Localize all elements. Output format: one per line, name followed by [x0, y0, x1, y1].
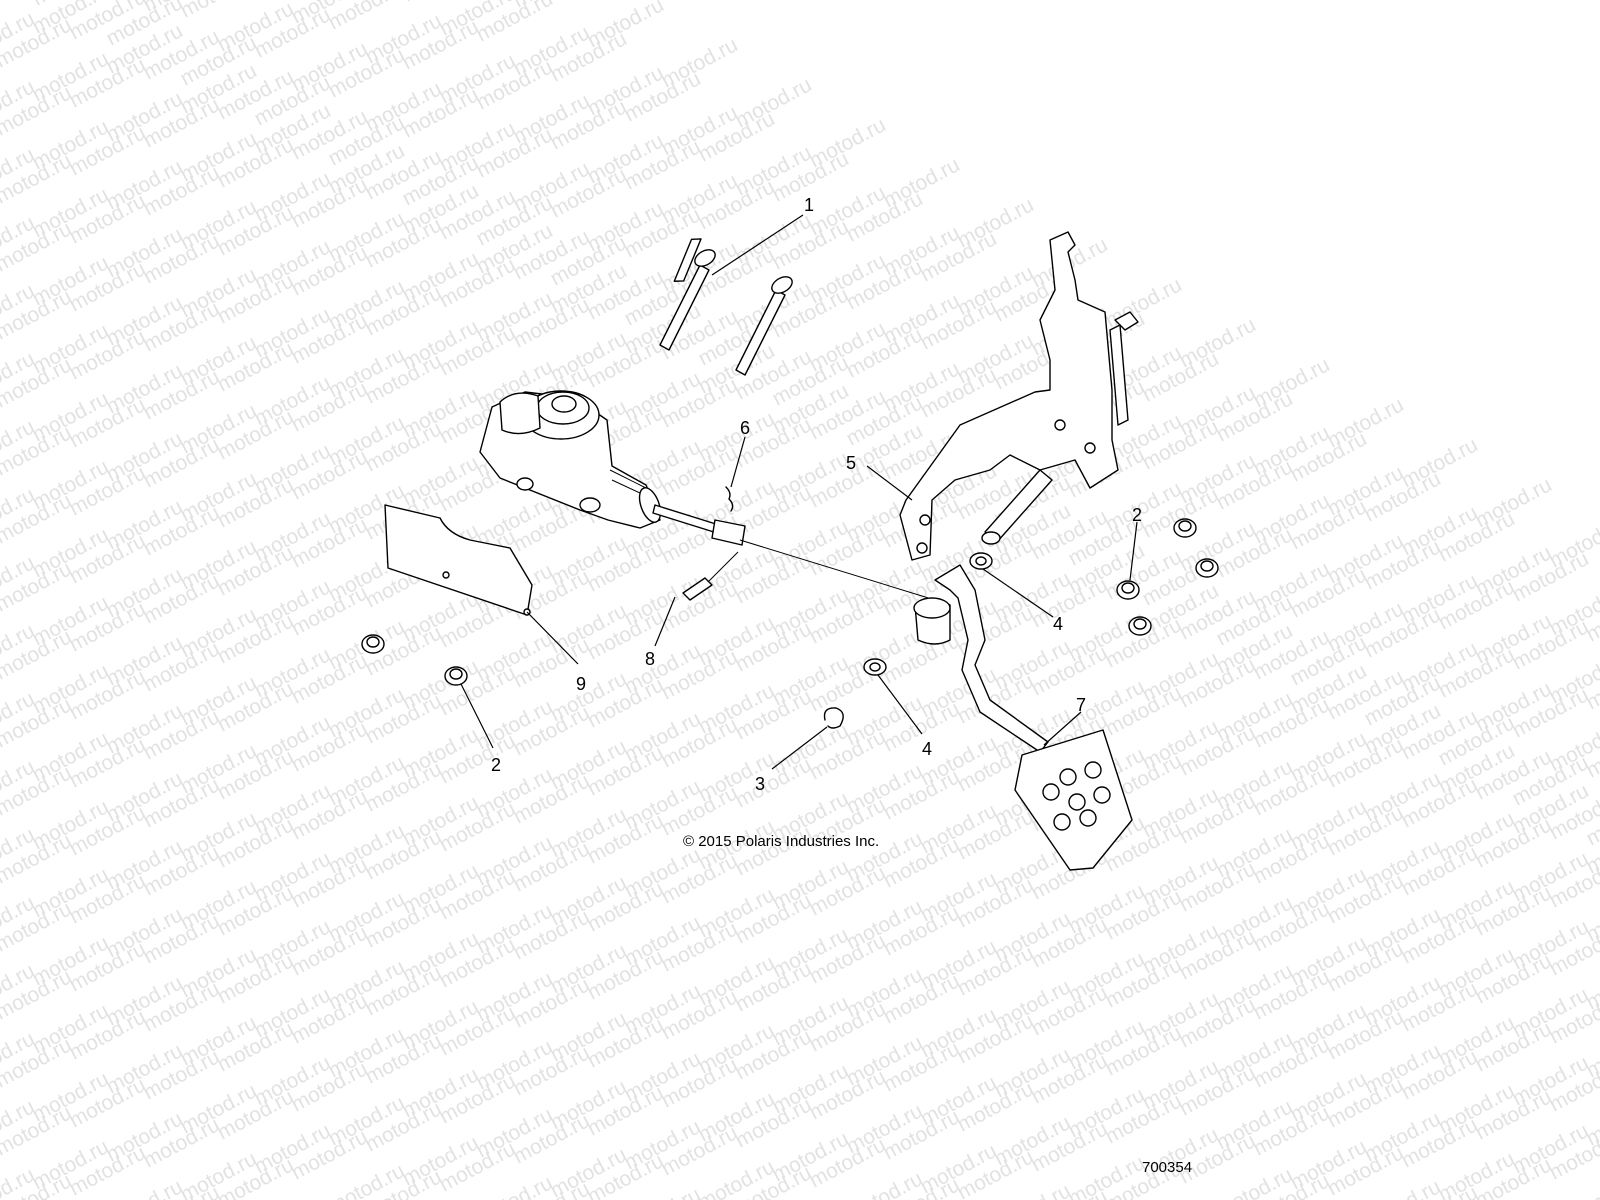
- retaining-clip: [823, 707, 844, 729]
- callout-1: 1: [804, 195, 814, 215]
- callout-3: 3: [755, 774, 765, 794]
- callout-6: 6: [740, 418, 750, 438]
- copyright-notice: © 2015 Polaris Industries Inc.: [683, 833, 880, 850]
- callout-2-left: 2: [491, 755, 501, 775]
- callout-9: 9: [576, 674, 586, 694]
- callout-5: 5: [846, 453, 856, 473]
- figure-number: 700354: [1142, 1159, 1193, 1176]
- callout-4-lower: 4: [922, 739, 932, 759]
- bushing-lower: [863, 658, 887, 676]
- callout-2-right: 2: [1132, 505, 1142, 525]
- callout-8: 8: [645, 649, 655, 669]
- bushing-upper: [969, 552, 993, 570]
- callout-4-upper: 4: [1053, 614, 1063, 634]
- callout-7: 7: [1076, 695, 1086, 715]
